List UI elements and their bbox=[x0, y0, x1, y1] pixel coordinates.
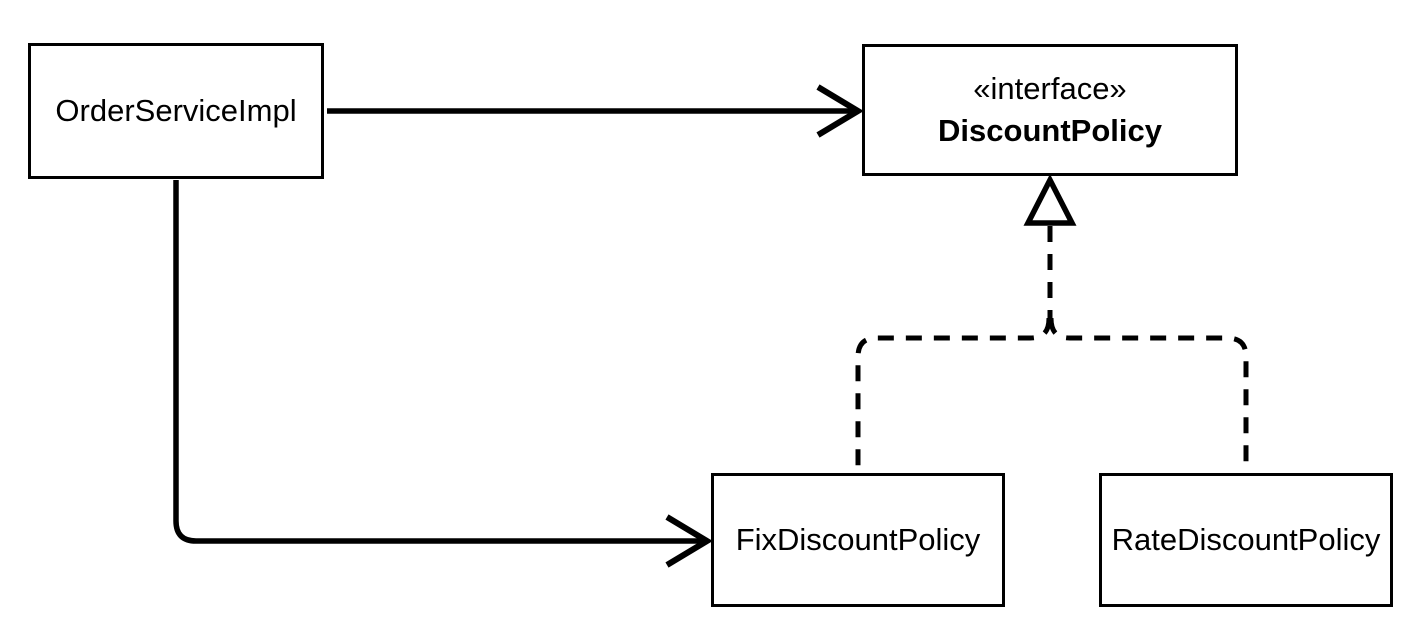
class-box-ratediscountpolicy: RateDiscountPolicy bbox=[1099, 473, 1393, 607]
realization-branch-ratediscountpolicy bbox=[1048, 317, 1249, 471]
class-box-orderserviceimpl: OrderServiceImpl bbox=[28, 43, 324, 179]
interface-name-label: DiscountPolicy bbox=[938, 113, 1162, 148]
association-orderservice-to-discountpolicy bbox=[327, 84, 864, 138]
realization-connectors bbox=[855, 173, 1249, 471]
open-arrowhead-icon bbox=[816, 84, 864, 138]
class-name-label: RateDiscountPolicy bbox=[1111, 522, 1381, 558]
open-arrowhead-icon bbox=[665, 514, 713, 568]
stereotype-label: «interface» bbox=[973, 71, 1127, 107]
interface-box-discountpolicy: «interface» DiscountPolicy bbox=[862, 44, 1238, 176]
class-name-label: FixDiscountPolicy bbox=[735, 522, 981, 558]
hollow-triangle-arrowhead-icon bbox=[1023, 173, 1077, 226]
realization-branch-fixdiscountpolicy bbox=[855, 317, 1052, 471]
class-box-fixdiscountpolicy: FixDiscountPolicy bbox=[711, 473, 1005, 607]
class-name-label: OrderServiceImpl bbox=[55, 93, 297, 129]
association-orderservice-to-fixdiscountpolicy bbox=[173, 180, 713, 568]
